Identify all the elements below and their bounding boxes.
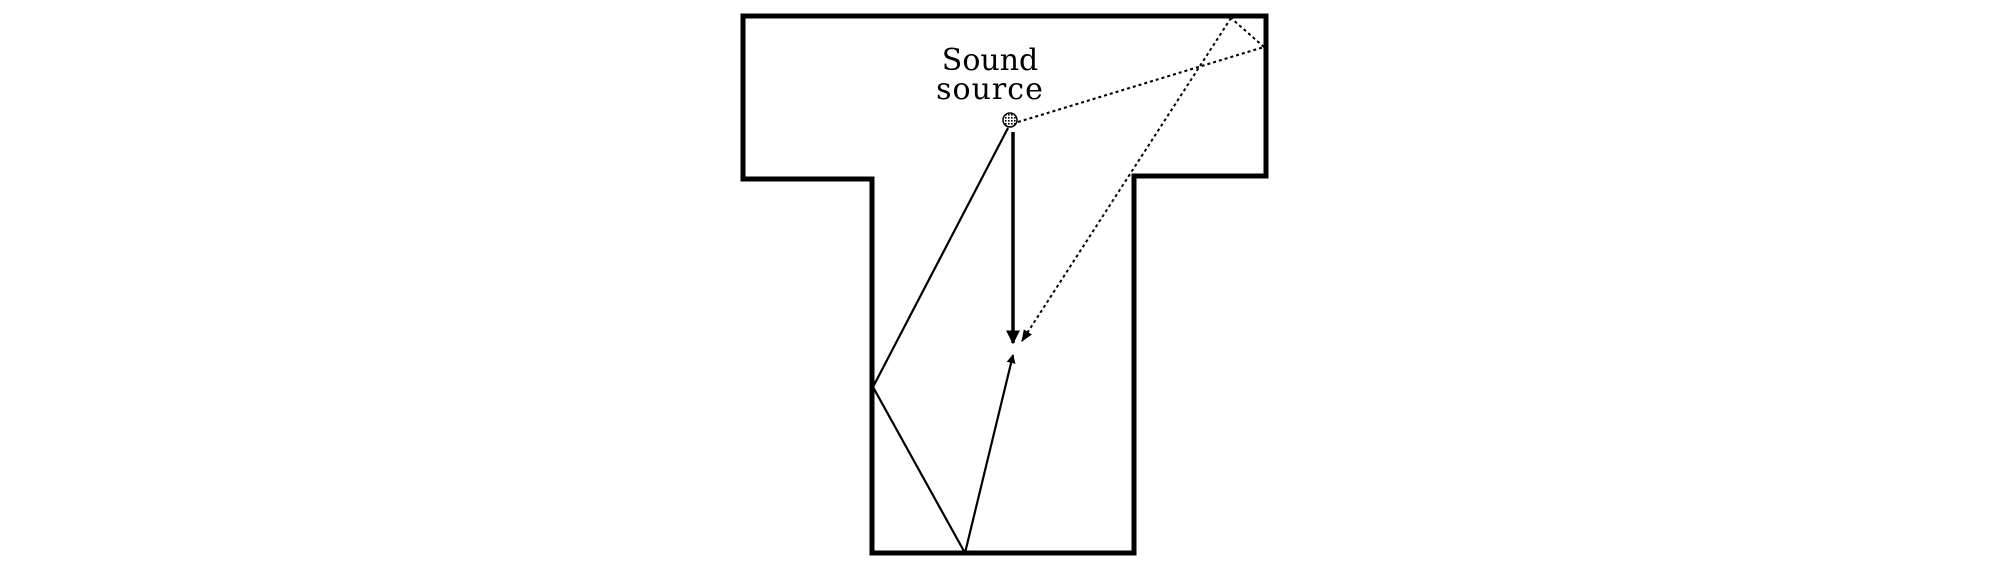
dotted-segment-3-arrow [1021,17,1232,343]
sound-source-label-line1: Sound [942,43,1038,78]
sound-source-label-line2: source [936,72,1044,107]
dotted-segment-2 [1230,17,1265,48]
reflection-segment-3-arrow [963,354,1016,554]
dotted-segment-1 [1017,46,1265,123]
reflection-segment-2 [872,386,966,554]
reflection-segment-1 [872,127,1009,388]
t-room-outline [740,13,1269,556]
sound-source-dot [1002,112,1018,128]
